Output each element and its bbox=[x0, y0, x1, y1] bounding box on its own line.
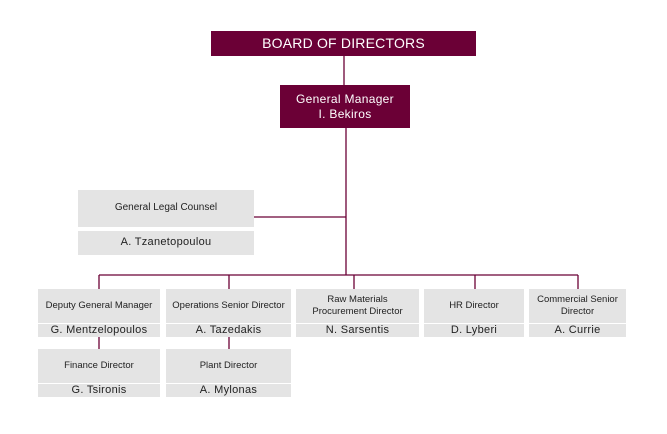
operations-title-box: Operations Senior Director bbox=[166, 289, 291, 323]
director-title: Deputy General Manager bbox=[45, 300, 153, 312]
director-name: D. Lyberi bbox=[450, 323, 498, 336]
sub-role-title: Finance Director bbox=[64, 360, 134, 372]
director-title: HR Director bbox=[449, 300, 499, 312]
director-name: A. Currie bbox=[554, 323, 601, 336]
director-title: Operations Senior Director bbox=[172, 300, 285, 312]
gm-title: General Manager bbox=[296, 91, 394, 106]
board-label: BOARD OF DIRECTORS bbox=[262, 34, 425, 51]
commercial-name-box: A. Currie bbox=[529, 324, 626, 337]
commercial-title-box: Commercial Senior Director bbox=[529, 289, 626, 323]
deputy-gm-name-box: G. Mentzelopoulos bbox=[38, 324, 160, 337]
procurement-name-box: N. Sarsentis bbox=[296, 324, 419, 337]
legal-counsel-title-box: General Legal Counsel bbox=[78, 190, 254, 227]
director-name: G. Mentzelopoulos bbox=[50, 323, 148, 336]
sub-role-name: G. Tsironis bbox=[71, 383, 127, 396]
hr-title-box: HR Director bbox=[424, 289, 524, 323]
sub-role-title: Plant Director bbox=[199, 360, 258, 372]
legal-counsel-name-box: A. Tzanetopoulou bbox=[78, 231, 254, 255]
finance-title-box: Finance Director bbox=[38, 349, 160, 383]
director-title: Commercial Senior Director bbox=[537, 294, 618, 317]
general-manager-box: General Manager I. Bekiros bbox=[280, 85, 410, 128]
plant-title-box: Plant Director bbox=[166, 349, 291, 383]
director-name: A. Tazedakis bbox=[195, 323, 262, 336]
legal-title: General Legal Counsel bbox=[114, 202, 218, 214]
plant-name-box: A. Mylonas bbox=[166, 384, 291, 397]
legal-name: A. Tzanetopoulou bbox=[120, 236, 212, 249]
operations-name-box: A. Tazedakis bbox=[166, 324, 291, 337]
gm-name: I. Bekiros bbox=[318, 106, 372, 121]
hr-name-box: D. Lyberi bbox=[424, 324, 524, 337]
board-of-directors-box: BOARD OF DIRECTORS bbox=[211, 31, 476, 56]
director-name: N. Sarsentis bbox=[325, 323, 390, 336]
procurement-title-box: Raw Materials Procurement Director bbox=[296, 289, 419, 323]
finance-name-box: G. Tsironis bbox=[38, 384, 160, 397]
director-title: Raw Materials Procurement Director bbox=[312, 294, 403, 317]
deputy-gm-title-box: Deputy General Manager bbox=[38, 289, 160, 323]
sub-role-name: A. Mylonas bbox=[199, 383, 258, 396]
